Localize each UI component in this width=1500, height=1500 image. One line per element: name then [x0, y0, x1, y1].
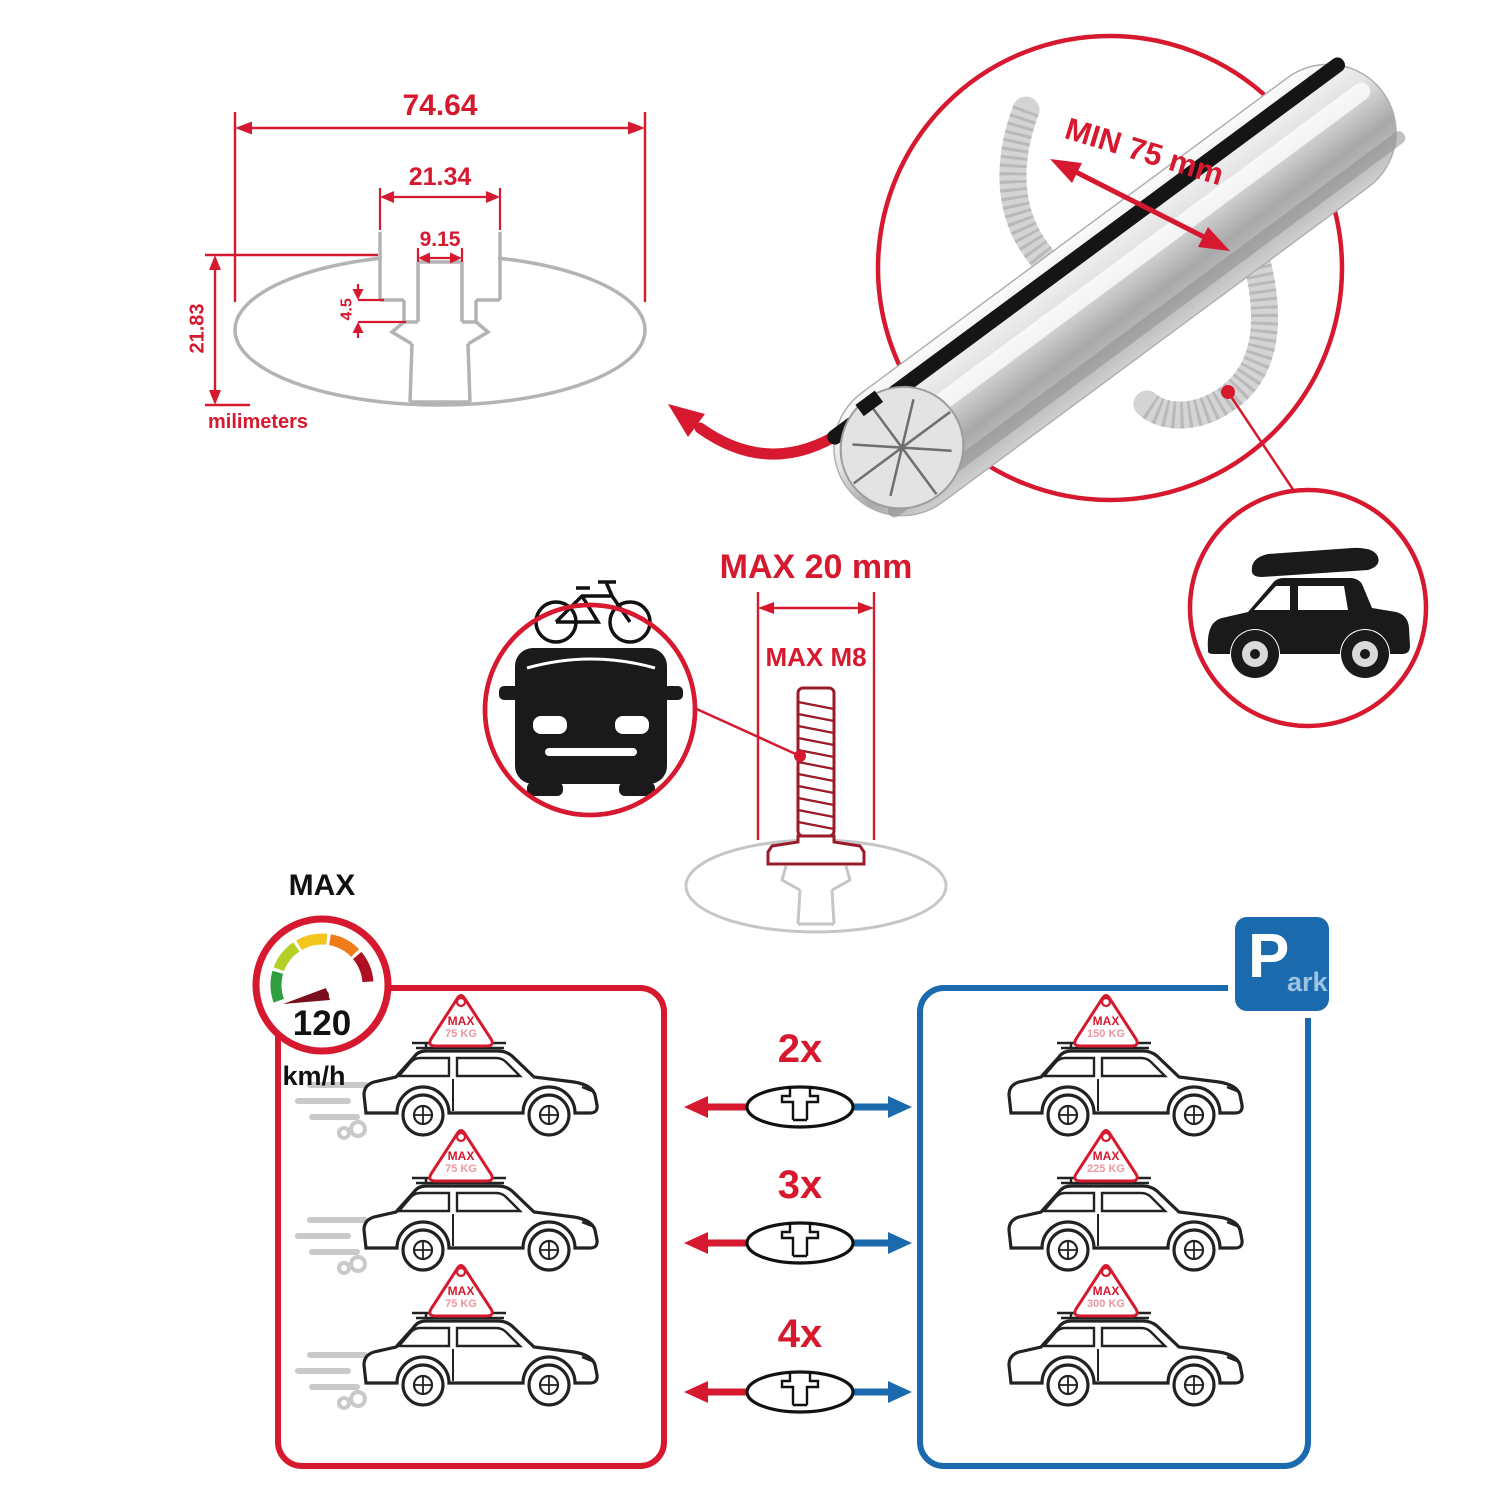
parking-sign [1228, 910, 1336, 1018]
driving-car-1 [295, 994, 599, 1140]
speed-value: 120 [292, 1004, 352, 1043]
t-bolt [766, 686, 866, 866]
dim-slot-outer [378, 188, 502, 230]
suv-body [1207, 578, 1410, 654]
clamp-strap-left [999, 96, 1066, 282]
sign-heading: MAX [447, 1014, 475, 1028]
load-sign-text: MAX 150 KG [1070, 1014, 1142, 1040]
speed-units: km/h [282, 1061, 346, 1091]
crossbar-count-row-1 [684, 1085, 912, 1129]
parking-suffix: ark [1287, 967, 1328, 997]
sign-heading: MAX [1092, 1284, 1120, 1298]
load-sign-text: MAX 225 KG [1070, 1149, 1142, 1175]
needle [283, 988, 330, 1004]
dim-label-total-width: 74.64 [402, 89, 478, 122]
max-length-label: MAX 20 mm [719, 548, 913, 586]
rubber-strip [827, 57, 1346, 445]
parking-letter: P [1248, 922, 1290, 991]
sign-heading: MAX [447, 1149, 475, 1163]
car-bike-circle [482, 580, 698, 818]
load-sign-text: MAX 300 KG [1070, 1284, 1142, 1310]
crossbar-count-row-2 [684, 1221, 912, 1265]
profile-oval [233, 253, 647, 407]
zoom-arrow [668, 404, 848, 460]
units-label: milimeters [208, 411, 309, 433]
load-sign-text: MAX 75 KG [425, 1149, 497, 1175]
car-front-icon [499, 648, 683, 796]
load-sign-text: MAX 75 KG [425, 1014, 497, 1040]
count-label-2x: 2x [777, 1027, 823, 1071]
speed-max-heading: MAX [288, 869, 356, 902]
driving-car-3 [295, 1264, 599, 1410]
sign-value: 225 KG [1087, 1163, 1125, 1175]
roof-box [1251, 547, 1379, 577]
speedometer [252, 915, 392, 1055]
suv-roofbox-circle [1187, 487, 1429, 729]
cross-section-drawing [205, 112, 647, 407]
sign-value: 75 KG [445, 1298, 477, 1310]
max-thread-label: MAX M8 [765, 642, 867, 672]
dim-slot-inner [416, 248, 464, 264]
load-sign-text: MAX 75 KG [425, 1284, 497, 1310]
leader-line [1226, 391, 1298, 495]
aluminum-crossbar [827, 57, 1406, 518]
min-span-arrow [1050, 159, 1230, 251]
crossbar-count-row-3 [684, 1370, 912, 1414]
count-label-3x: 3x [777, 1163, 823, 1207]
sign-value: 150 KG [1087, 1028, 1125, 1040]
sign-value: 75 KG [445, 1163, 477, 1175]
driving-car-2 [295, 1129, 599, 1275]
sign-value: 300 KG [1087, 1298, 1125, 1310]
sign-heading: MAX [1092, 1149, 1120, 1163]
leader-line-bolt [689, 704, 801, 758]
dim-label-lip-depth: 4.5 [338, 298, 356, 321]
sign-heading: MAX [447, 1284, 475, 1298]
bar-detail-circle [827, 33, 1406, 518]
bolt-dimension [684, 592, 948, 934]
dim-label-slot-outer: 21.34 [408, 163, 472, 191]
count-label-4x: 4x [777, 1312, 823, 1356]
dim-label-total-height: 21.83 [186, 303, 209, 354]
sign-heading: MAX [1092, 1014, 1120, 1028]
dim-total-width [233, 112, 647, 302]
dim-lip-depth [352, 284, 406, 338]
clamp-strap-right [1133, 214, 1279, 429]
profile-channel [378, 232, 502, 404]
sign-value: 75 KG [445, 1028, 477, 1040]
dim-label-slot-inner: 9.15 [419, 228, 461, 251]
dim-total-height [205, 253, 378, 407]
